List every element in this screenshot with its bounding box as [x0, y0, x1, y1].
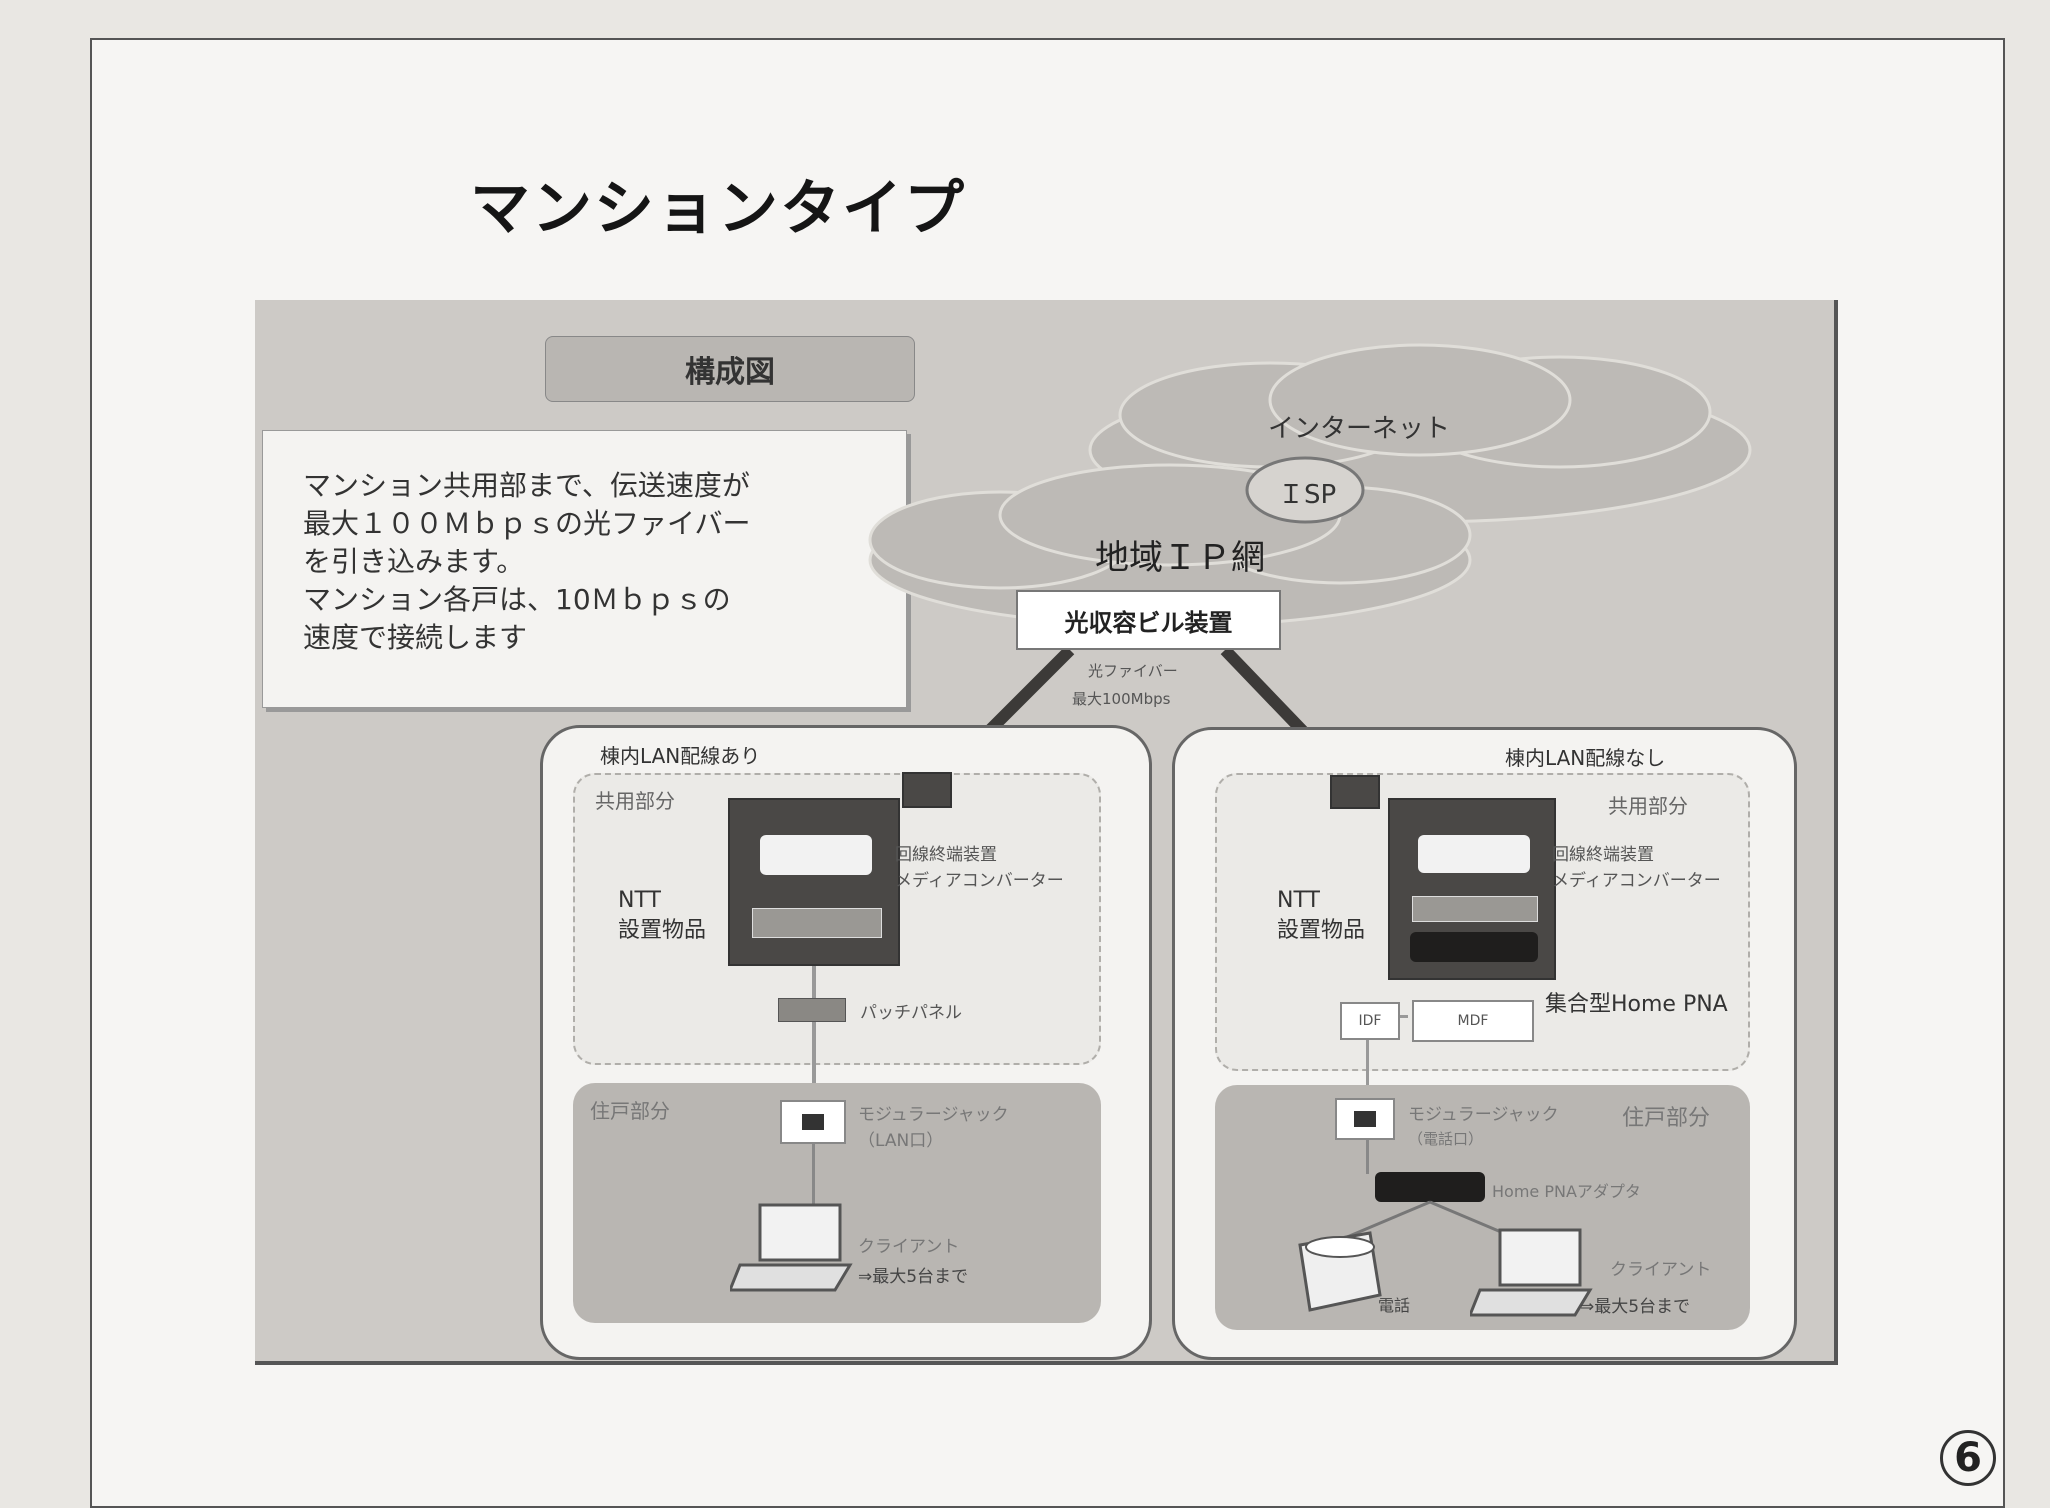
isp-ellipse	[1245, 456, 1365, 524]
homepna-adapter-icon	[1375, 1172, 1485, 1202]
right-device-label: 回線終端装置	[1552, 845, 1654, 865]
right-device-label-2: メディアコンバーター	[1552, 871, 1721, 891]
media-converter-icon	[1418, 835, 1530, 873]
right-outlet-icon	[1335, 1098, 1395, 1140]
left-unit-label: 住戸部分	[590, 1099, 670, 1123]
left-ntt-label-2: 設置物品	[618, 918, 707, 943]
ntt-equipment-left	[728, 798, 900, 966]
fiber-terminal-right	[1330, 775, 1380, 809]
right-ntt-label-2: 設置物品	[1277, 918, 1366, 943]
description-line: マンション各戸は、10Ｍｂｐｓの	[303, 583, 731, 616]
left-device-label: 回線終端装置	[895, 845, 997, 865]
left-panel-title: 棟内LAN配線あり	[600, 744, 761, 768]
idf-box: IDF	[1340, 1002, 1400, 1040]
media-converter-icon	[760, 835, 872, 875]
description-line: を引き込みます。	[303, 545, 525, 578]
fiber-terminal-left	[902, 772, 952, 808]
isp-label: ＩSP	[1278, 480, 1337, 510]
phone-label: 電話	[1378, 1296, 1411, 1315]
slide-title: マンションタイプ	[470, 174, 966, 244]
building-device-box: 光収容ビル装置	[1016, 590, 1281, 650]
right-panel-title: 棟内LAN配線なし	[1505, 746, 1666, 770]
fiber-label: 光ファイバー	[1088, 662, 1178, 680]
left-shared-label: 共用部分	[595, 789, 675, 813]
laptop-icon	[1470, 1228, 1593, 1317]
right-outlet-label: モジュラージャック	[1408, 1105, 1559, 1125]
left-client-line	[812, 1144, 815, 1204]
left-vertical-line	[812, 966, 816, 1096]
description-line: マンション共用部まで、伝送速度が	[303, 469, 750, 502]
internet-label: インターネット	[1268, 414, 1451, 444]
patch-panel-label: パッチパネル	[860, 1003, 962, 1023]
splitter-box	[752, 908, 882, 938]
right-unit-label: 住戸部分	[1622, 1106, 1711, 1131]
fiber-speed-label: 最大100Mbps	[1072, 690, 1171, 708]
left-device-label-2: メディアコンバーター	[895, 871, 1064, 891]
right-client-limit: ⇒最大5台まで	[1580, 1297, 1691, 1317]
right-client-label: クライアント	[1610, 1260, 1712, 1280]
laptop-icon	[730, 1203, 853, 1292]
left-outlet-icon	[780, 1100, 846, 1144]
left-outlet-label: モジュラージャック	[858, 1105, 1009, 1125]
right-shared-label: 共用部分	[1608, 794, 1688, 818]
page-number: 6	[1940, 1430, 1996, 1486]
left-client-label: クライアント	[858, 1237, 960, 1257]
description-line: 速度で接続します	[303, 621, 528, 654]
adapter-label: Home PNAアダプタ	[1492, 1182, 1641, 1201]
homepna-unit-icon	[1410, 932, 1538, 962]
figure-label: 構成図	[545, 336, 915, 402]
left-ntt-label: NTT	[618, 888, 661, 913]
left-outlet-label-2: （LAN口）	[858, 1131, 944, 1151]
right-adapter-line	[1366, 1140, 1369, 1174]
regional-ip-label: 地域ＩＰ網	[1095, 538, 1265, 578]
description-box: マンション共用部まで、伝送速度が 最大１００Ｍｂｐｓの光ファイバー を引き込みま…	[262, 430, 907, 708]
mdf-box: MDF	[1412, 1000, 1534, 1042]
right-vertical-line	[1366, 1040, 1369, 1100]
right-ntt-label: NTT	[1277, 888, 1320, 913]
ntt-equipment-right	[1388, 798, 1556, 980]
description-line: 最大１００Ｍｂｐｓの光ファイバー	[303, 507, 751, 540]
phone-icon	[1298, 1231, 1382, 1312]
right-outlet-label-2: （電話口）	[1408, 1130, 1484, 1148]
left-client-limit: ⇒最大5台まで	[858, 1267, 969, 1287]
patch-panel	[778, 998, 846, 1022]
splitter-box	[1412, 896, 1538, 922]
homepna-label: 集合型Home PNA	[1545, 992, 1728, 1017]
